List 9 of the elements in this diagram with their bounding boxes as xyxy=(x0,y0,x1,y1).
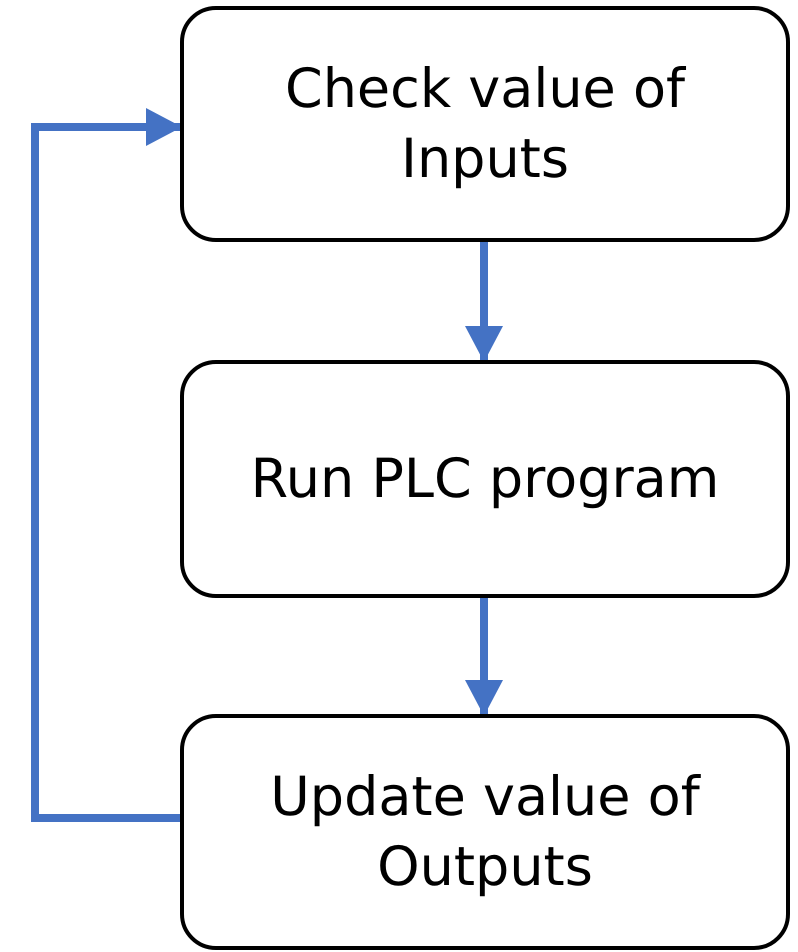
box-label: Run PLC program xyxy=(250,446,720,512)
box-label: Check value of Inputs xyxy=(284,56,687,192)
process-box xyxy=(180,360,790,598)
arrow xyxy=(31,108,182,822)
arrow xyxy=(465,598,503,716)
process-box xyxy=(180,714,790,950)
arrow xyxy=(465,242,503,362)
box-label: Update value of Outputs xyxy=(269,764,702,900)
process-box xyxy=(180,6,790,242)
